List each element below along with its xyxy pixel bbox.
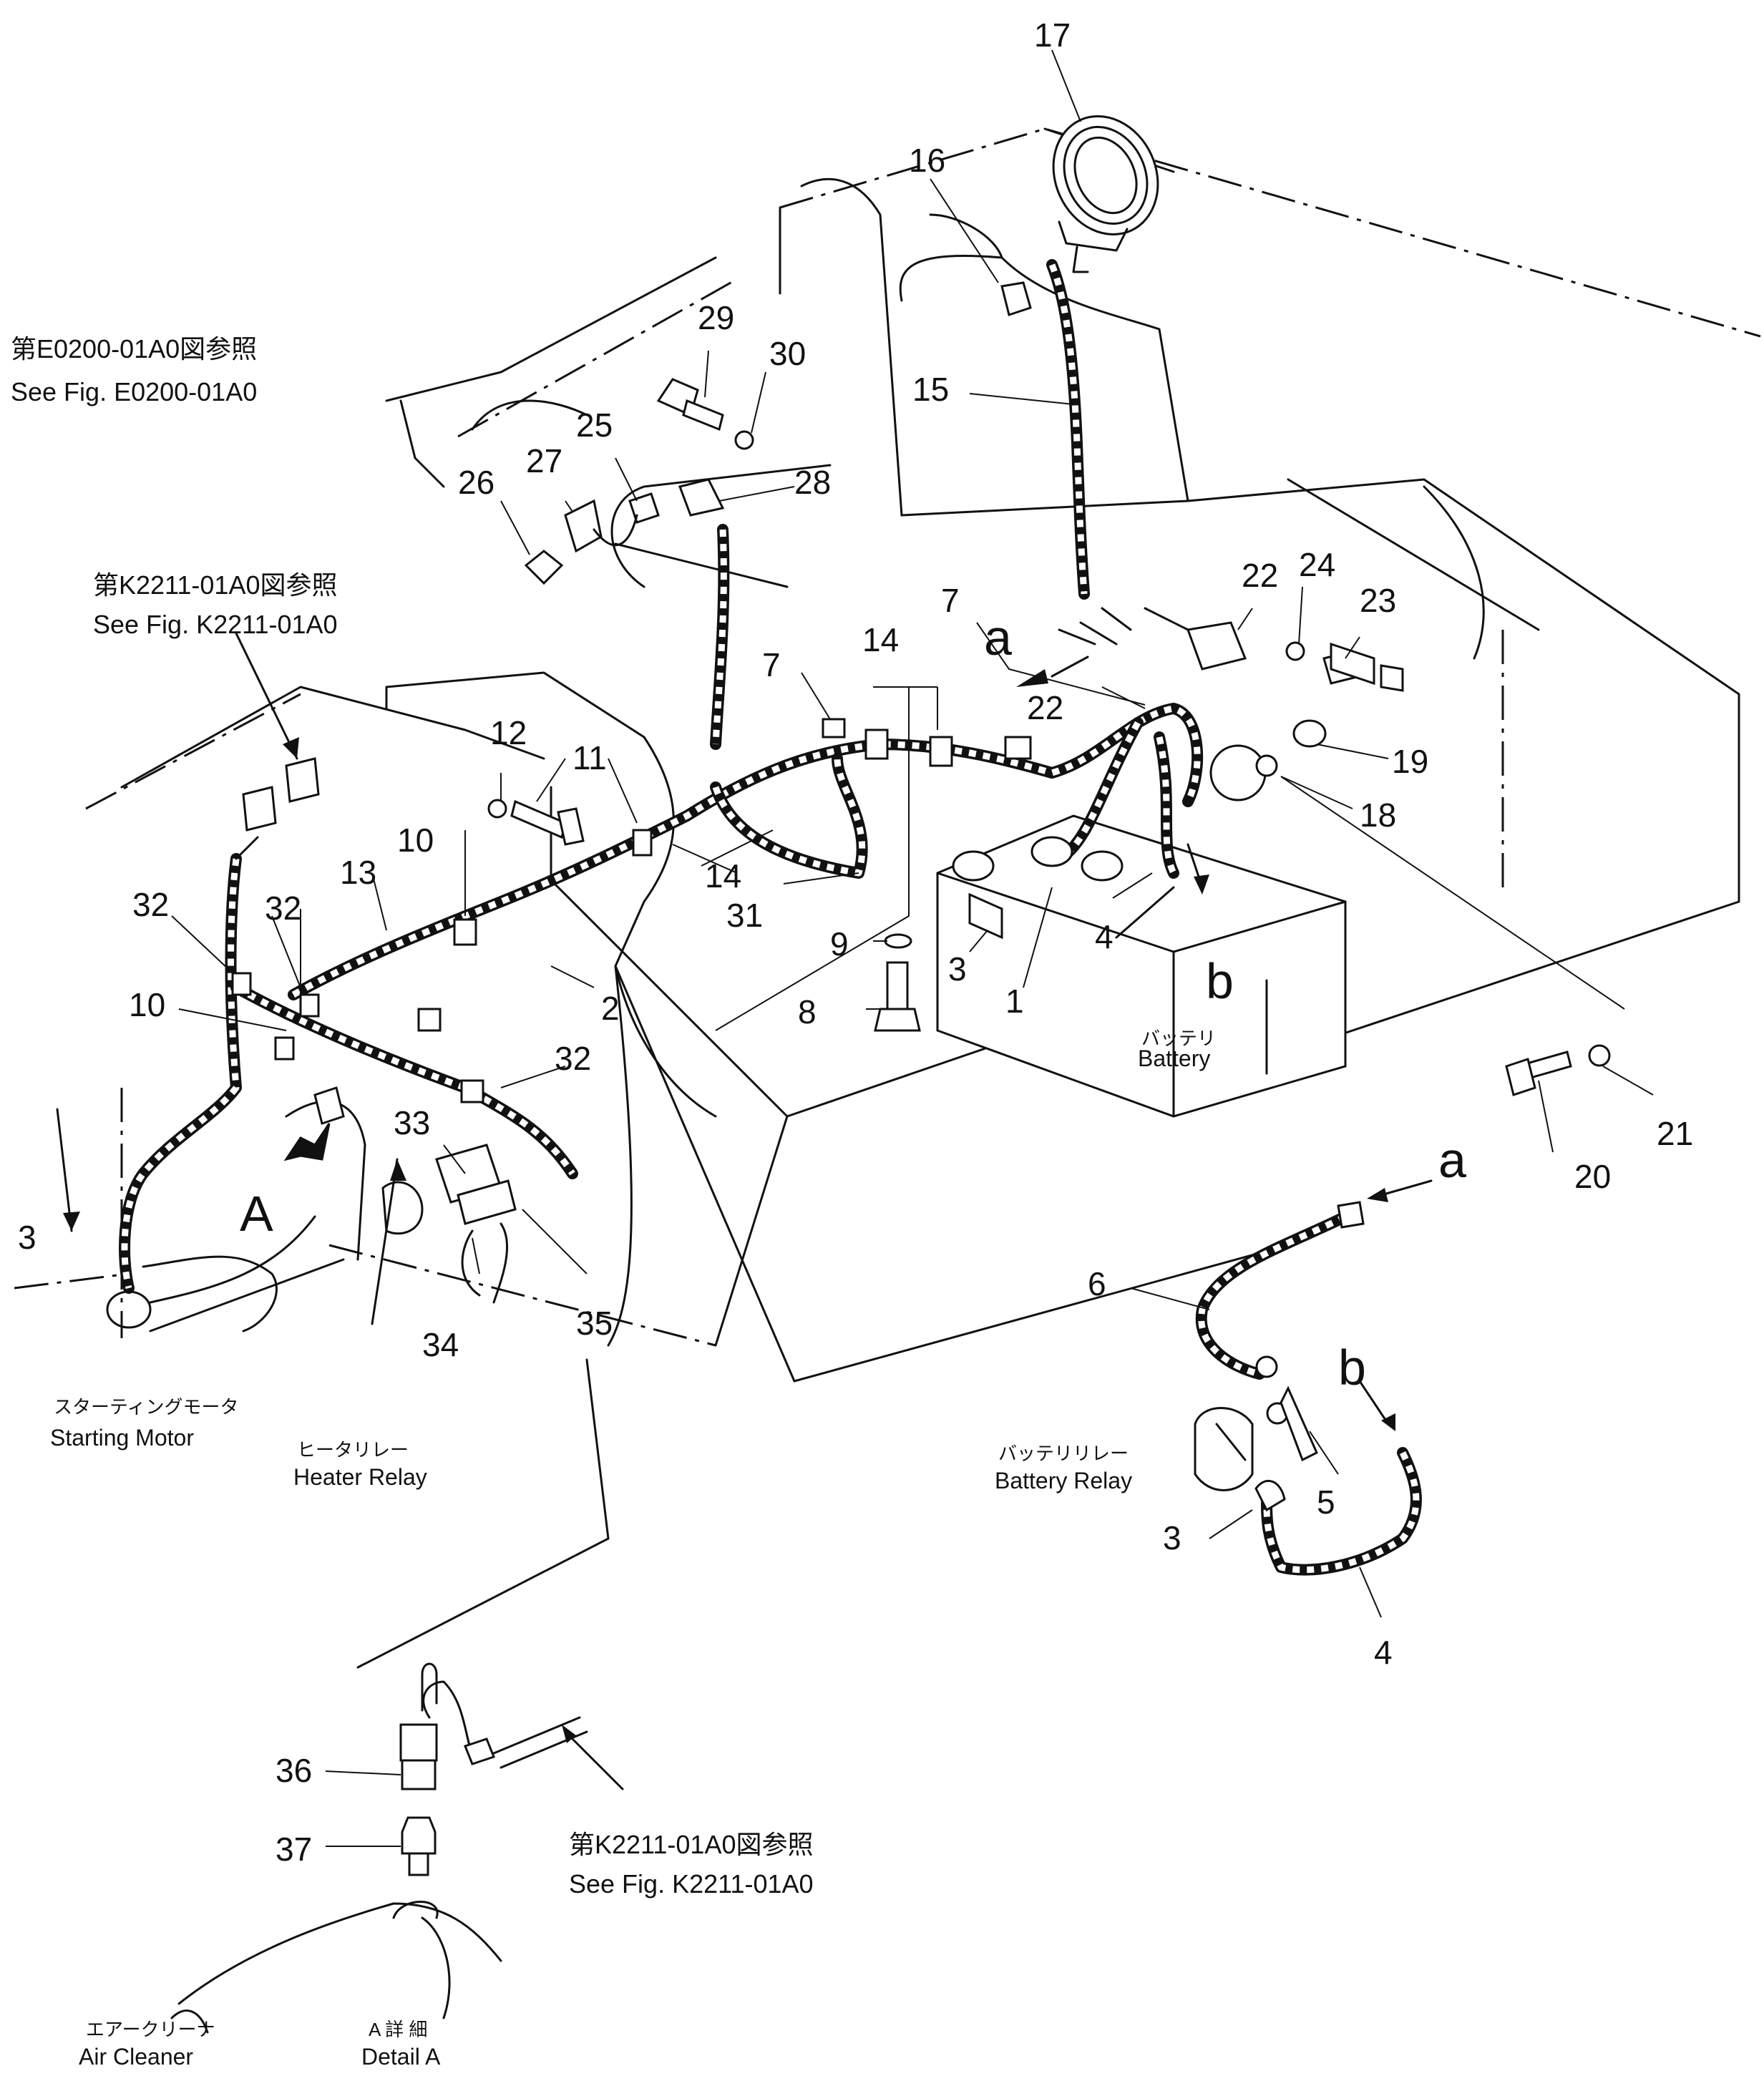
callout-22-b: 22 bbox=[1027, 689, 1063, 726]
small-parts bbox=[106, 281, 1611, 2034]
callout-4: 4 bbox=[1095, 918, 1114, 955]
callout-18: 18 bbox=[1360, 796, 1396, 834]
reference-notes: 第E0200-01A0図参照 See Fig. E0200-01A0 第K221… bbox=[11, 334, 814, 1899]
callout-11: 11 bbox=[572, 739, 607, 776]
callout-6: 6 bbox=[1088, 1265, 1106, 1302]
callout-15: 15 bbox=[912, 371, 949, 408]
caption-battery-relay-en: Battery Relay bbox=[995, 1468, 1132, 1493]
caption-heater-relay-ja: ヒータリレー bbox=[297, 1439, 409, 1461]
callout-3-b: 3 bbox=[18, 1219, 36, 1256]
callout-4-b: 4 bbox=[1374, 1634, 1393, 1671]
callout-34: 34 bbox=[422, 1326, 459, 1363]
callout-14: 14 bbox=[862, 621, 899, 658]
ref-k2211-bottom-ja: 第K2211-01A0図参照 bbox=[569, 1830, 814, 1859]
ref-k2211-top-en: See Fig. K2211-01A0 bbox=[93, 610, 338, 639]
caption-detail-a-ja: A 詳 細 bbox=[369, 2019, 427, 2040]
callout-5: 5 bbox=[1317, 1483, 1335, 1521]
caption-air-cleaner-en: Air Cleaner bbox=[79, 2044, 193, 2070]
ref-k2211-bottom-en: See Fig. K2211-01A0 bbox=[569, 1869, 814, 1899]
callout-25: 25 bbox=[576, 406, 613, 444]
letter-b-detail: b bbox=[1338, 1340, 1366, 1395]
callout-33: 33 bbox=[394, 1104, 430, 1141]
callout-21: 21 bbox=[1657, 1115, 1693, 1152]
callout-32: 32 bbox=[132, 886, 169, 923]
callout-36: 36 bbox=[276, 1752, 312, 1789]
callout-26: 26 bbox=[458, 464, 494, 501]
ref-k2211-top-ja: 第K2211-01A0図参照 bbox=[93, 570, 338, 600]
caption-air-cleaner-ja: エアークリーナ bbox=[86, 2019, 215, 2040]
callout-3: 3 bbox=[948, 950, 967, 988]
callout-14-b: 14 bbox=[705, 857, 741, 895]
callout-8: 8 bbox=[798, 993, 817, 1030]
callout-31: 31 bbox=[726, 897, 763, 934]
component-captions: バッテリ Battery スターティングモータ Starting Motor ヒ… bbox=[50, 1028, 1216, 2070]
letter-detail-A: A bbox=[240, 1186, 273, 1242]
callout-7-b: 7 bbox=[762, 646, 781, 683]
callout-1: 1 bbox=[1005, 983, 1024, 1020]
ref-e0200-ja: 第E0200-01A0図参照 bbox=[11, 334, 257, 364]
callout-12: 12 bbox=[490, 714, 527, 751]
callout-23: 23 bbox=[1360, 582, 1396, 619]
letter-a-detail: a bbox=[1438, 1132, 1466, 1188]
view-letters: a b a b A bbox=[240, 610, 1466, 1395]
callout-32-c: 32 bbox=[555, 1040, 591, 1077]
machine-outline bbox=[14, 127, 1761, 1669]
caption-starting-motor-ja: スターティングモータ bbox=[54, 1396, 238, 1418]
callout-10: 10 bbox=[397, 822, 434, 859]
callout-20: 20 bbox=[1574, 1158, 1611, 1195]
caption-battery-ja: バッテリ bbox=[1141, 1028, 1216, 1049]
callout-27: 27 bbox=[526, 442, 562, 479]
caption-starting-motor-en: Starting Motor bbox=[50, 1425, 194, 1451]
callout-10-b: 10 bbox=[129, 986, 165, 1023]
callout-24: 24 bbox=[1299, 546, 1335, 583]
letter-a-top: a bbox=[984, 610, 1012, 666]
callout-37: 37 bbox=[276, 1831, 312, 1868]
callout-28: 28 bbox=[794, 464, 831, 501]
callout-22: 22 bbox=[1242, 557, 1278, 594]
callout-16: 16 bbox=[909, 142, 945, 179]
ref-e0200-en: See Fig. E0200-01A0 bbox=[11, 377, 257, 406]
leader-lines bbox=[56, 49, 1654, 1847]
letter-b-top: b bbox=[1206, 953, 1234, 1009]
callout-numbers: 17 16 15 29 30 25 27 26 28 22 24 23 7 14… bbox=[18, 16, 1693, 1868]
battery-box bbox=[936, 814, 1347, 1118]
callout-32-b: 32 bbox=[265, 890, 301, 927]
callout-30: 30 bbox=[769, 335, 806, 372]
callout-7: 7 bbox=[941, 582, 960, 619]
wire-harnesses bbox=[119, 259, 1422, 1576]
callout-17: 17 bbox=[1034, 16, 1071, 54]
caption-battery-en: Battery bbox=[1138, 1046, 1210, 1071]
callout-29: 29 bbox=[698, 299, 734, 336]
callout-35: 35 bbox=[576, 1305, 613, 1342]
callout-13: 13 bbox=[340, 854, 376, 891]
work-lamp bbox=[1052, 114, 1159, 273]
caption-detail-a-en: Detail A bbox=[361, 2044, 441, 2070]
callout-19: 19 bbox=[1392, 743, 1428, 780]
callout-9: 9 bbox=[830, 925, 849, 963]
caption-battery-relay-ja: バッテリリレー bbox=[998, 1443, 1129, 1464]
callout-3-c: 3 bbox=[1163, 1519, 1181, 1556]
callout-2: 2 bbox=[601, 990, 620, 1027]
caption-heater-relay-en: Heater Relay bbox=[293, 1464, 427, 1490]
